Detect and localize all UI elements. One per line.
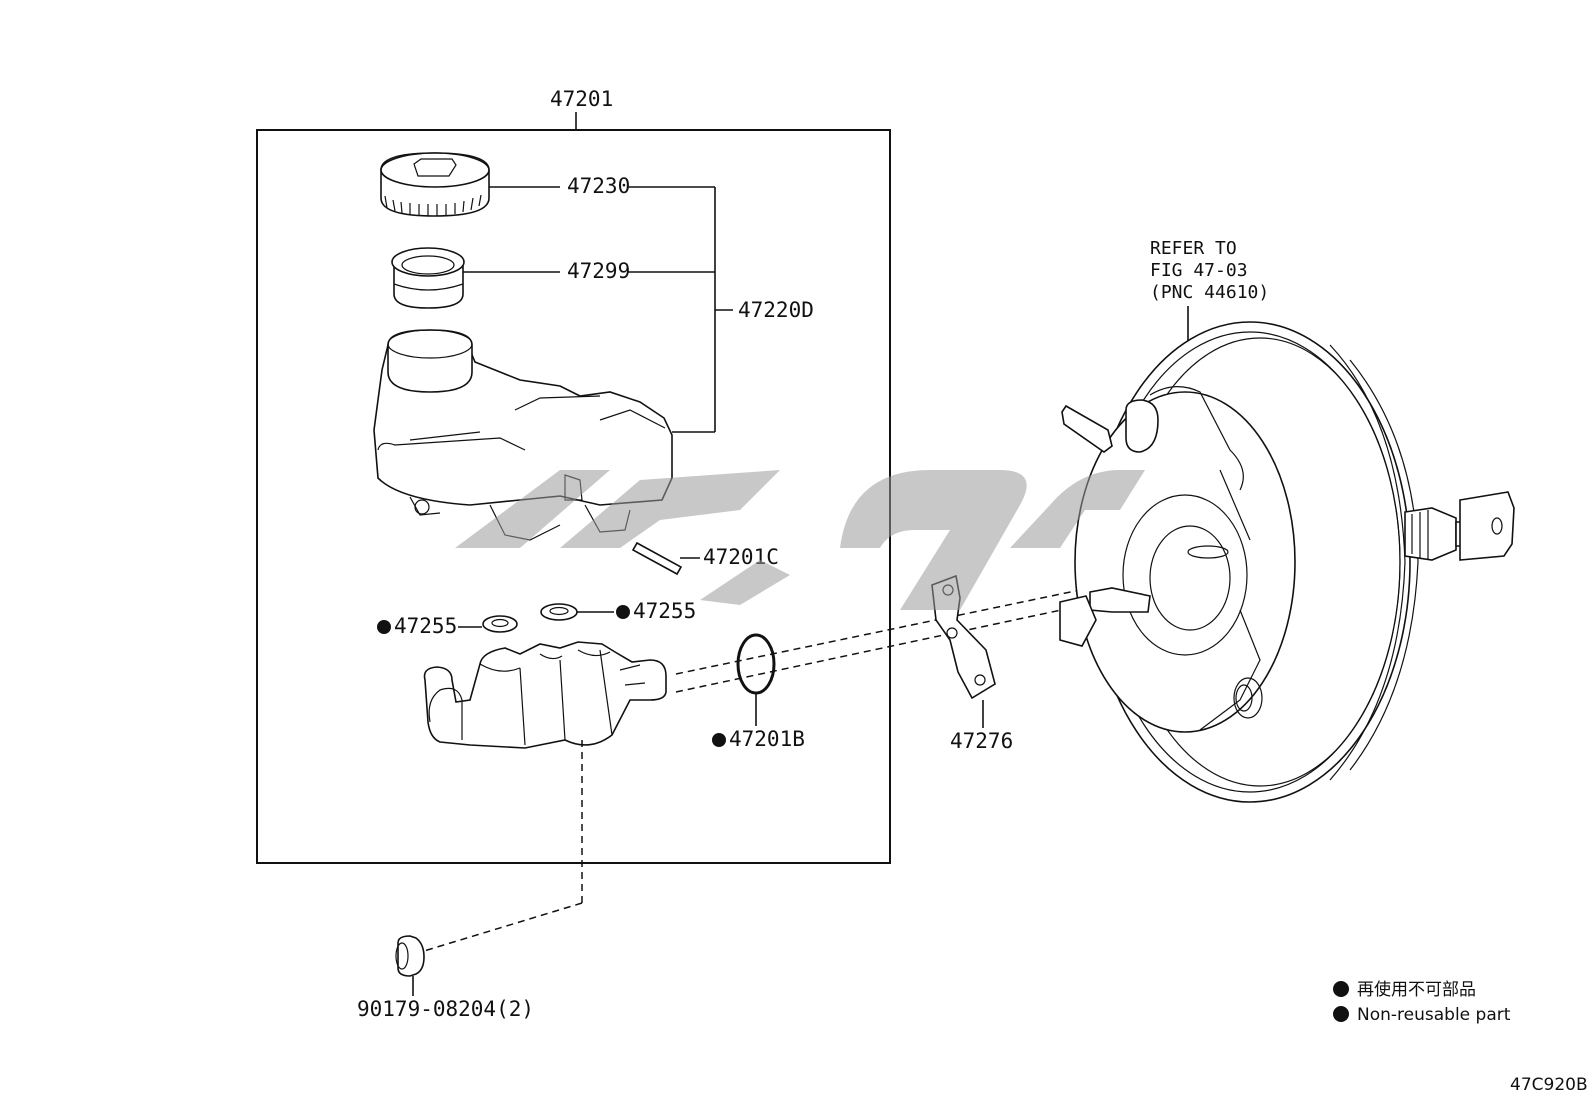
non-reusable-mark-left [377, 620, 391, 634]
o-ring-drawing [736, 633, 776, 695]
plug-drawing [395, 935, 425, 977]
figure-code: 47C920B [1510, 1075, 1588, 1095]
part-label-plug[interactable]: 90179-08204(2) [357, 997, 534, 1021]
part-label-gasket[interactable]: 47276 [950, 729, 1013, 753]
strainer-drawing [391, 247, 465, 309]
install-line-plug-diagonal [423, 902, 583, 952]
legend-text-1: 再使用不可部品 [1357, 979, 1476, 1000]
grommet-right-drawing [540, 603, 578, 621]
brake-booster-drawing [1059, 321, 1515, 803]
pin-drawing [631, 541, 683, 576]
refer-note-line-3: (PNC 44610) [1150, 282, 1269, 303]
non-reusable-mark-right [616, 605, 630, 619]
assembly-label[interactable]: 47201 [550, 87, 613, 111]
part-label-o-ring[interactable]: 47201B [729, 727, 805, 751]
grommet-left-drawing [482, 615, 518, 633]
refer-note-line-2: FIG 47-03 [1150, 260, 1248, 281]
non-reusable-mark-o-ring [712, 733, 726, 747]
legend-text-2: Non-reusable part [1357, 1005, 1511, 1025]
part-label-cap[interactable]: 47230 [567, 174, 630, 198]
part-label-grommet-left[interactable]: 47255 [394, 614, 457, 638]
legend-dot-1 [1333, 981, 1349, 997]
watermark-logo [455, 470, 1145, 610]
reservoir-cap-drawing [380, 152, 490, 217]
install-line-lower [675, 605, 1081, 693]
master-cylinder-drawing [423, 641, 667, 749]
install-line-upper [675, 589, 1081, 675]
part-label-strainer[interactable]: 47299 [567, 259, 630, 283]
legend-dot-2 [1333, 1006, 1349, 1022]
refer-note-line-1: REFER TO [1150, 238, 1237, 259]
part-label-reservoir[interactable]: 47220D [738, 298, 814, 322]
part-label-grommet-right[interactable]: 47255 [633, 599, 696, 623]
